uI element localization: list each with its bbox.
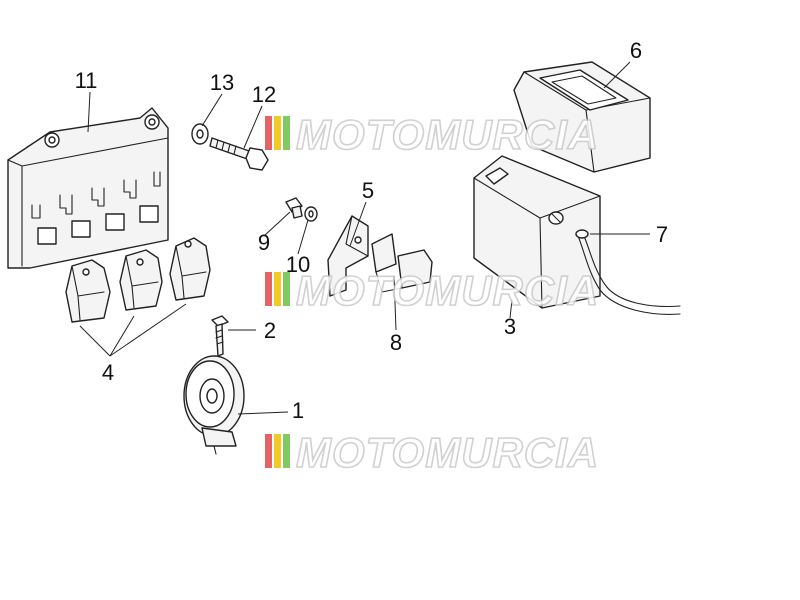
screw-part-2 [211, 315, 229, 357]
relay-middle [119, 249, 163, 311]
callout-7: 7 [656, 222, 668, 247]
bracket-part-5 [327, 215, 369, 297]
watermark-stripe-green [283, 116, 290, 150]
relay-right [169, 237, 211, 301]
relays-part-4 [65, 237, 211, 323]
leader-lines [79, 61, 650, 415]
watermark-stripe-red [265, 116, 272, 150]
horn-part-1 [183, 355, 245, 455]
callout-13: 13 [210, 70, 234, 95]
callout-4: 4 [102, 360, 114, 385]
callout-labels: 11 13 12 4 2 1 9 10 5 8 6 7 3 [75, 38, 669, 423]
callout-9: 9 [258, 230, 270, 255]
bolt-part-12 [209, 137, 269, 171]
relay-plate-part-11 [7, 107, 169, 269]
watermark-stripe-yellow [274, 116, 281, 150]
callout-2: 2 [264, 318, 276, 343]
breather-tube-part-7 [575, 229, 681, 315]
watermark-stripe-green [283, 434, 290, 468]
watermark-stripe-green [283, 272, 290, 306]
callout-12: 12 [252, 82, 276, 107]
connector-part-8 [371, 233, 433, 293]
watermark-text: MOTOMURCIA [296, 111, 599, 158]
watermark-middle: MOTOMURCIA [265, 266, 599, 315]
callout-3: 3 [504, 314, 516, 339]
watermark-stripe-yellow [274, 272, 281, 306]
callout-6: 6 [630, 38, 642, 63]
battery-cover-part-6 [513, 61, 651, 173]
watermark-stripe-red [265, 272, 272, 306]
watermark-text: MOTOMURCIA [296, 429, 599, 476]
screw-part-9 [285, 197, 303, 219]
callout-5: 5 [362, 178, 374, 203]
relay-left [65, 259, 111, 323]
watermark-stripe-yellow [274, 434, 281, 468]
callout-11: 11 [75, 68, 98, 93]
watermark-stripe-red [265, 434, 272, 468]
watermark-top: MOTOMURCIA [265, 110, 599, 159]
watermark-text: MOTOMURCIA [296, 267, 599, 314]
battery-part-3 [473, 155, 601, 309]
watermark-bottom: MOTOMURCIA [265, 428, 599, 477]
callout-1: 1 [292, 398, 304, 423]
callout-8: 8 [390, 330, 402, 355]
washer-part-13 [191, 123, 209, 145]
washer-part-10 [304, 206, 318, 222]
